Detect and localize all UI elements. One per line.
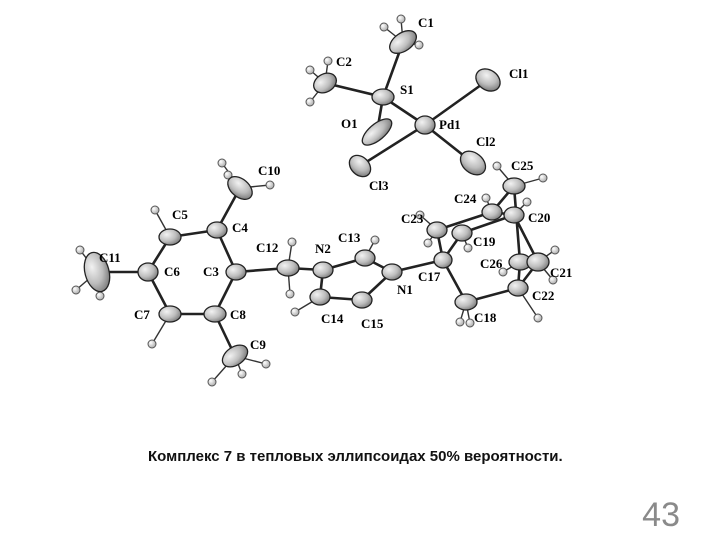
- label-C10: C10: [258, 163, 280, 178]
- atom-C5: [158, 228, 182, 246]
- label-C8: C8: [230, 307, 246, 322]
- label-N1: N1: [397, 282, 413, 297]
- atom-C18: [454, 293, 478, 311]
- atom-N2: [312, 261, 334, 279]
- atom-C7: [158, 305, 182, 323]
- atom-C12: [276, 259, 300, 277]
- atom-C21: [526, 252, 550, 272]
- atom-Cl1: [475, 68, 501, 92]
- label-C19: C19: [473, 234, 496, 249]
- label-C1: C1: [418, 15, 434, 30]
- atom-C9: [221, 344, 249, 368]
- label-C26: C26: [480, 256, 503, 271]
- label-C13: C13: [338, 230, 361, 245]
- label-C23: C23: [401, 211, 424, 226]
- label-C11: C11: [99, 250, 121, 265]
- atom-C15: [351, 291, 373, 309]
- label-Cl2: Cl2: [476, 134, 496, 149]
- label-C25: C25: [511, 158, 534, 173]
- label-Cl3: Cl3: [369, 178, 389, 193]
- label-C15: C15: [361, 316, 384, 331]
- atom-Cl2: [459, 150, 487, 176]
- atom-O1: [361, 118, 393, 146]
- atom-N1: [381, 263, 403, 281]
- atom-C8: [203, 305, 227, 323]
- label-C3: C3: [203, 264, 219, 279]
- label-C6: C6: [164, 264, 180, 279]
- figure-caption: Комплекс 7 в тепловых эллипсоидах 50% ве…: [148, 448, 563, 465]
- label-O1: O1: [341, 116, 358, 131]
- label-C24: C24: [454, 191, 477, 206]
- label-C20: C20: [528, 210, 550, 225]
- atom-C1: [389, 30, 417, 54]
- label-C22: C22: [532, 288, 554, 303]
- atom-C14: [309, 288, 331, 306]
- atom-C24: [481, 203, 503, 221]
- label-C7: C7: [134, 307, 150, 322]
- label-C18: C18: [474, 310, 497, 325]
- atoms: [83, 30, 550, 368]
- label-C14: C14: [321, 311, 344, 326]
- atom-C10: [227, 176, 253, 200]
- page-number: 43: [642, 496, 680, 534]
- atom-S1: [371, 88, 395, 106]
- label-S1: S1: [400, 82, 414, 97]
- molecular-structure-diagram: C1 C2 S1 Cl1 O1 Pd1 Cl2 C10 Cl3 C25 C24 …: [71, 14, 572, 387]
- label-Pd1: Pd1: [439, 117, 461, 132]
- label-C5: C5: [172, 207, 188, 222]
- atom-C3: [225, 263, 247, 281]
- label-C9: C9: [250, 337, 266, 352]
- atom-C23: [426, 221, 448, 239]
- label-C2: C2: [336, 54, 352, 69]
- atom-C17: [433, 251, 453, 269]
- atom-Pd1: [414, 115, 436, 135]
- atom-Cl3: [348, 154, 372, 178]
- atom-C13: [354, 249, 376, 267]
- atom-labels: C1 C2 S1 Cl1 O1 Pd1 Cl2 C10 Cl3 C25 C24 …: [99, 15, 572, 352]
- atom-C25: [502, 177, 526, 195]
- label-C4: C4: [232, 220, 248, 235]
- atom-C11: [83, 251, 111, 293]
- atom-C4: [206, 221, 228, 239]
- label-C17: C17: [418, 269, 441, 284]
- label-C12: C12: [256, 240, 278, 255]
- atom-C2: [313, 72, 337, 94]
- atom-C22: [507, 279, 529, 297]
- atom-C20: [503, 206, 525, 224]
- label-C21: C21: [550, 265, 572, 280]
- atom-C19: [451, 224, 473, 242]
- label-N2: N2: [315, 241, 331, 256]
- label-Cl1: Cl1: [509, 66, 529, 81]
- atom-C6: [137, 262, 159, 282]
